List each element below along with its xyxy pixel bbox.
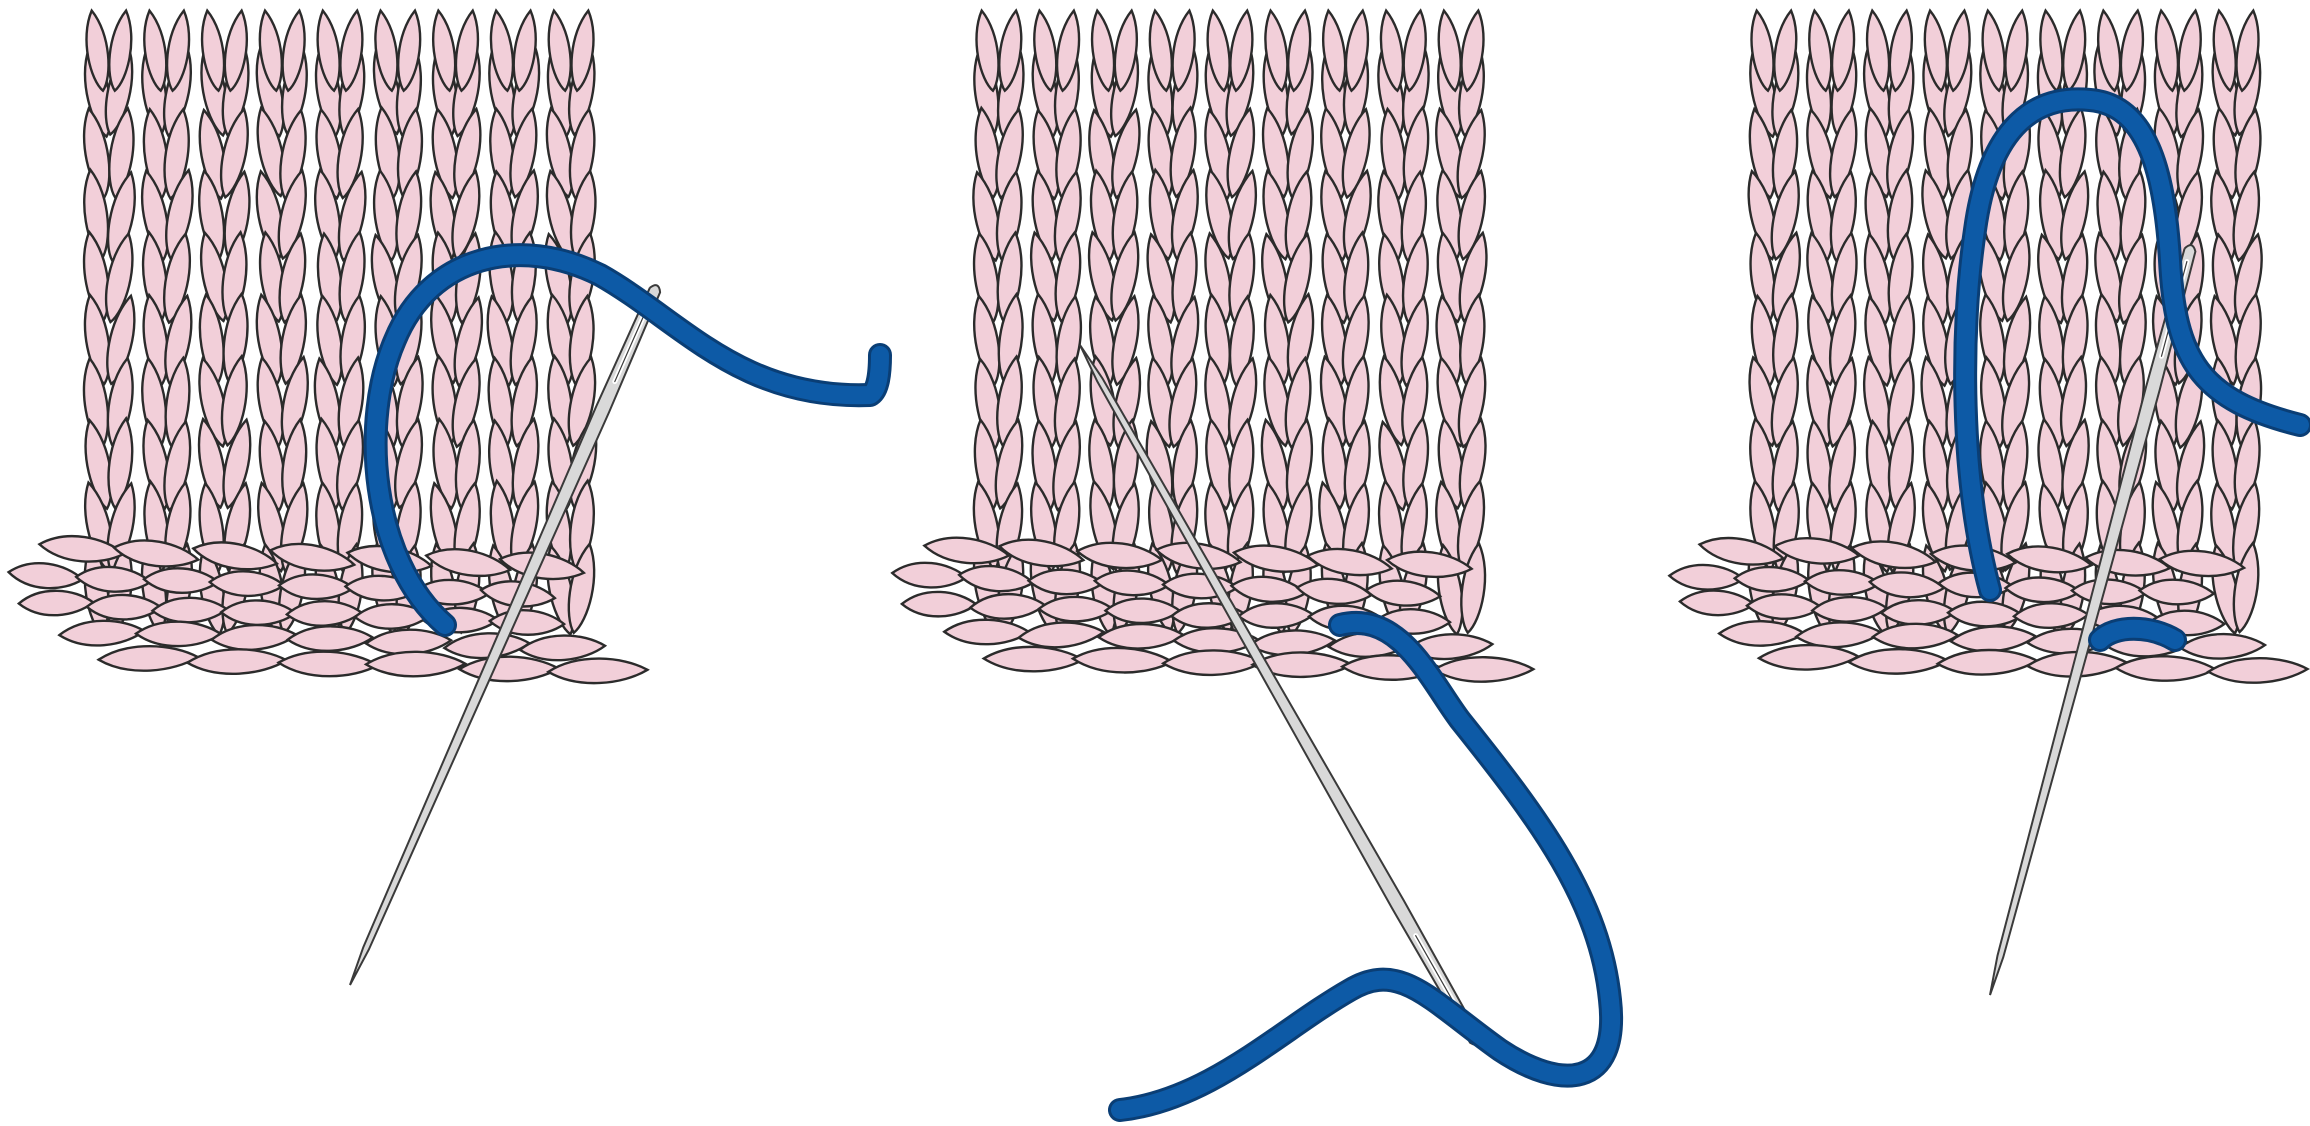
purl-stitch	[548, 658, 648, 684]
purl-stitch	[1365, 578, 1441, 608]
purl-stitch	[902, 592, 977, 617]
purl-stitch	[2208, 657, 2308, 684]
purl-stitch	[19, 590, 94, 616]
purl-stitch	[1849, 648, 1949, 674]
purl-stitch	[98, 645, 198, 672]
purl-stitch	[287, 625, 373, 652]
yarn-strand	[1120, 623, 1611, 1110]
purl-stitch	[1018, 620, 1105, 650]
panel-step-1	[7, 9, 880, 985]
purl-stitch	[278, 650, 378, 677]
blue-yarn	[1120, 623, 1611, 1110]
purl-stitch	[187, 648, 287, 675]
knit-swatch	[7, 9, 647, 684]
purl-stitch	[944, 620, 1029, 645]
purl-stitch	[136, 621, 221, 646]
purl-stitch	[984, 646, 1084, 672]
purl-stitch	[7, 560, 83, 592]
purl-stitch	[1669, 564, 1744, 592]
purl-stitch	[2180, 633, 2266, 660]
purl-stitch	[1759, 644, 1859, 670]
purl-stitch	[1434, 657, 1533, 682]
panel-step-3	[1669, 9, 2308, 995]
purl-stitch	[892, 561, 968, 590]
purl-stitch	[1679, 589, 1754, 616]
yarn-outline	[1120, 623, 1611, 1110]
purl-stitch	[59, 619, 145, 648]
purl-stitch	[1072, 646, 1172, 674]
panel-step-2	[892, 9, 1612, 1110]
purl-stitch	[366, 651, 465, 676]
purl-stitch	[1163, 650, 1263, 676]
purl-stitch	[2116, 656, 2216, 682]
purl-stitch	[1719, 621, 1804, 646]
purl-stitch	[1937, 648, 2037, 676]
